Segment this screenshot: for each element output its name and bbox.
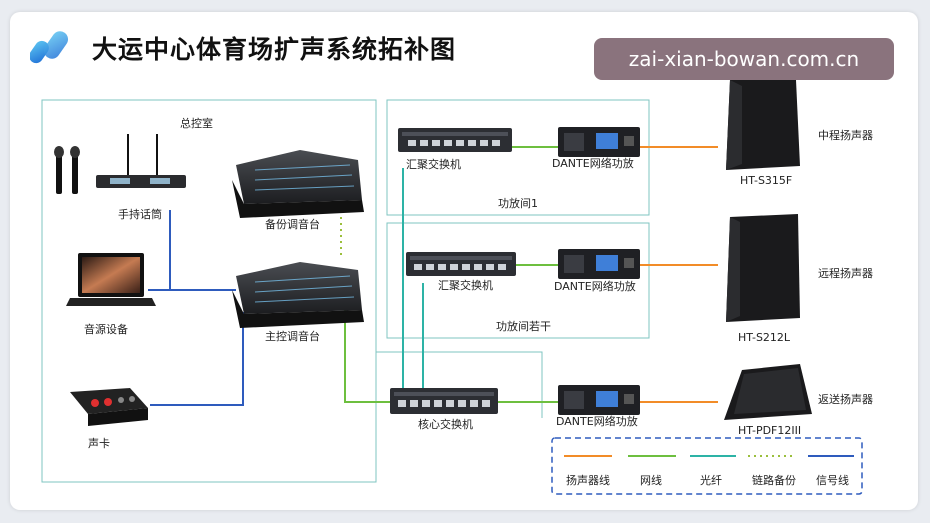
switch-1-label: 汇聚交换机 [406,157,461,171]
speaker-3-model: HT-PDF12III [738,424,801,437]
speaker-2-role: 远程扬声器 [818,266,873,280]
amp-1 [558,127,640,157]
amp-2-label: DANTE网络功放 [554,279,636,293]
amp-2 [558,249,640,279]
speaker-2-model: HT-S212L [738,331,791,344]
watermark: zai-xian-bowan.com.cn [594,38,894,80]
audio-source-label: 音源设备 [84,322,128,336]
amp-room-n-label: 功放间若干 [496,319,551,333]
page-title: 大运中心体育场扩声系统拓补图 [92,35,457,64]
connection-lines [148,146,718,406]
control-room-label: 总控室 [180,116,213,130]
core-switch-label: 核心交换机 [418,417,473,431]
speaker-1-role: 中程扬声器 [818,128,873,142]
speaker-monitor [724,364,812,420]
amp-room-1-label: 功放间1 [498,196,538,210]
backup-console-label: 备份调音台 [265,217,320,231]
control-room-zone [41,99,377,483]
speaker-3-role: 返送扬声器 [818,392,873,406]
legend-box [551,437,863,495]
speaker-mid-range [726,80,800,170]
amp-1-label: DANTE网络功放 [552,156,634,170]
amp-3-label: DANTE网络功放 [556,414,638,428]
amp-3 [558,385,640,415]
amp-room-1-zone [386,99,650,216]
switch-2-label: 汇聚交换机 [438,278,493,292]
logo-icon [30,31,69,64]
legend-label-speaker: 扬声器线 [566,473,610,487]
sound-card [70,388,148,426]
switch-1 [398,128,512,152]
zone-borders [41,99,650,483]
speaker-long-range [726,214,800,322]
legend-label-signal: 信号线 [816,473,849,487]
wireless-mic [54,134,186,194]
wireless-mic-label: 手持话筒 [118,207,162,221]
legend: 扬声器线 网线 光纤 链路备份 信号线 [551,437,863,495]
main-console-label: 主控调音台 [265,329,320,343]
main-console [232,262,364,328]
signal-line-mic [169,210,236,291]
signal-line-soundcard [150,312,244,406]
core-switch [390,388,498,414]
amp-room-n-zone [386,222,650,339]
audio-source-laptop [66,253,156,306]
switch-2 [406,252,516,276]
sound-card-label: 声卡 [88,436,110,450]
core-zone-outline [376,351,543,418]
legend-label-network: 网线 [640,473,662,487]
speaker-1-model: HT-S315F [740,174,792,187]
legend-label-fiber: 光纤 [700,473,722,487]
backup-console [232,150,364,218]
net-main-core [344,310,390,403]
legend-label-backup: 链路备份 [752,473,796,487]
